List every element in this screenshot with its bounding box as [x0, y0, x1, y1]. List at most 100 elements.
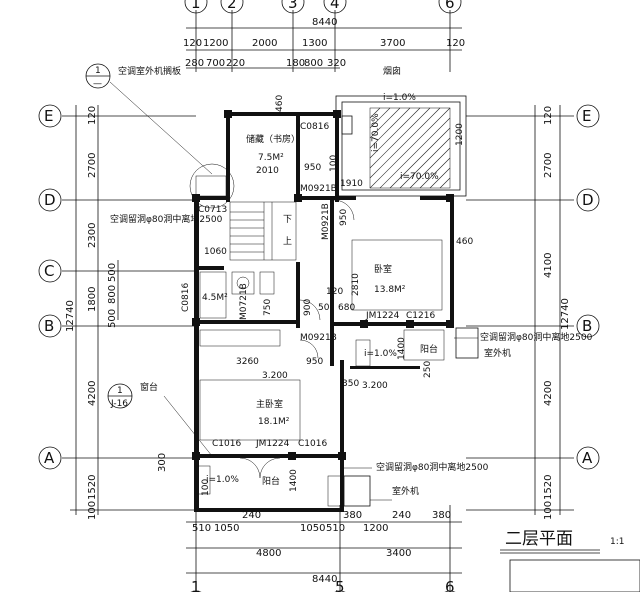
- room-master-name: 主卧室: [256, 398, 283, 410]
- idim-3260: 3260: [236, 357, 259, 367]
- drawing-scale: 1:1: [610, 537, 624, 547]
- idim-950-b: 950: [339, 209, 349, 226]
- note-slope-4: i=1.0%: [206, 475, 239, 485]
- staircase: 下 上: [229, 201, 297, 261]
- dim-bot-4: 1050: [300, 523, 325, 534]
- idim-900: 900: [303, 299, 313, 316]
- right-dimensions: 120 2700 4100 4200 1520 100 12740 E D B …: [466, 104, 600, 520]
- tag-m0921-a: M0921B: [300, 184, 337, 194]
- axis-bot-6: 6: [445, 578, 455, 592]
- room-master-area: 18.1M²: [258, 417, 290, 427]
- dim-top-6: 120: [446, 38, 465, 49]
- axis-left-A: A: [44, 449, 55, 467]
- dim-right-5: 1520: [543, 475, 554, 500]
- axis-bot-1: 1: [191, 578, 201, 592]
- room-bedroom-name: 卧室: [374, 263, 392, 275]
- tag-m0721: M0721B: [239, 283, 249, 320]
- idim-950-a: 950: [304, 163, 321, 173]
- dim-top-total: 8440: [312, 17, 337, 28]
- idim-2010: 2010: [256, 166, 279, 176]
- idim-1200: 1200: [455, 123, 465, 146]
- idim-750: 750: [263, 299, 273, 316]
- dim-bot-7: 1200: [363, 523, 388, 534]
- idim-250: 250: [423, 361, 433, 378]
- dim-top-3: 2000: [252, 38, 277, 49]
- axis-right-B: B: [582, 317, 592, 335]
- tag-c1216: C1216: [406, 311, 435, 321]
- idim-460-top: 460: [275, 95, 285, 112]
- outdoor-units: [109, 81, 479, 507]
- level-mark-2: 3.200: [362, 381, 388, 391]
- opening-tags: C0816 M0921B M0921B M0921B C0713 C0816 J…: [181, 122, 435, 449]
- axis-right-E: E: [582, 107, 591, 125]
- dim-left-3: 2300: [87, 223, 98, 248]
- idim-100: 100: [329, 155, 339, 172]
- axis-left-B: B: [44, 317, 54, 335]
- idim-2810: 2810: [351, 273, 361, 296]
- dim-bot-8: 240: [392, 510, 411, 521]
- detail-ref-2b: J-16: [110, 399, 128, 409]
- dim-right-3: 4100: [543, 253, 554, 278]
- dim-top-1: 120: [183, 38, 202, 49]
- dim-left-9: 300: [157, 453, 168, 472]
- dim-top-2: 1200: [203, 38, 228, 49]
- slope-label-3: i=70.0%: [400, 172, 439, 182]
- dim-left-10: 1520: [87, 475, 98, 500]
- dim-top-r2-5: 800: [304, 58, 323, 69]
- dim-bot-3: 240: [242, 510, 261, 521]
- dim-left-8: 4200: [87, 381, 98, 406]
- roof-label: 烟囱: [383, 65, 401, 77]
- dim-bot-2: 1050: [214, 523, 239, 534]
- dim-bot-3400: 3400: [386, 548, 411, 559]
- idim-680: 680: [338, 303, 355, 313]
- tag-jm1224-b: JM1224: [255, 439, 290, 449]
- dim-left-7: 1800: [87, 287, 98, 312]
- room-balcony-2: 阳台: [420, 343, 438, 355]
- room-labels: 储藏（书房） 7.5M² 卧室 13.8M² 主卧室 18.1M² 4.5M² …: [202, 133, 438, 487]
- room-bedroom-area: 13.8M²: [374, 285, 406, 295]
- note-slope-5: i=1.0%: [364, 349, 397, 359]
- axis-left-C: C: [44, 262, 54, 280]
- inner-dimensions: 460 2010 950 100 1910 1200 950 460 1060 …: [201, 95, 473, 496]
- dim-right-4: 4200: [543, 381, 554, 406]
- room-balcony: 阳台: [262, 475, 280, 487]
- dim-left-11: 100: [87, 501, 98, 520]
- drawing-title: 二层平面: [505, 529, 573, 549]
- dim-top-4: 1300: [302, 38, 327, 49]
- idim-1060: 1060: [204, 247, 227, 257]
- axis-top-6: 6: [445, 0, 455, 12]
- idim-1400b: 1400: [289, 469, 299, 492]
- stair-down-label: 下: [283, 215, 292, 225]
- slope-label-2: i=70.0%: [371, 113, 381, 152]
- idim-120: 120: [326, 287, 343, 297]
- dim-right-6: 100: [543, 501, 554, 520]
- dim-right-1: 120: [543, 106, 554, 125]
- axis-left-E: E: [44, 107, 53, 125]
- note-ac-pipe-3: 空调留洞φ80洞中离地2500: [376, 461, 489, 473]
- dim-bot-total: 8440: [312, 574, 337, 585]
- axis-right-A: A: [582, 449, 593, 467]
- tag-c1016-b: C1016: [298, 439, 327, 449]
- walls: [192, 110, 454, 512]
- note-outdoor-unit-2: 室外机: [392, 485, 419, 497]
- idim-1400: 1400: [397, 337, 407, 360]
- idim-1910: 1910: [340, 179, 363, 189]
- tag-m0921-b: M0921B: [321, 203, 331, 240]
- dim-left-total: 12740: [65, 300, 76, 332]
- note-ac-board: 空调室外机搁板: [118, 65, 181, 77]
- note-ac-pipe-1: 空调留洞φ80洞中离地2500: [110, 213, 223, 225]
- dim-bot-4800: 4800: [256, 548, 281, 559]
- idim-100b: 100: [201, 479, 211, 496]
- note-window-sill: 窗台: [140, 381, 158, 393]
- axis-top-1: 1: [191, 0, 201, 12]
- idim-460-r: 460: [456, 237, 473, 247]
- note-outdoor-unit-1: 室外机: [484, 347, 511, 359]
- note-ac-pipe-2: 空调留洞φ80洞中离地2500: [480, 331, 593, 343]
- roof-terrace: i=1.0% i=70.0% i=70.0%: [335, 93, 467, 197]
- axis-top-2: 2: [227, 0, 237, 12]
- dim-bot-5: 510: [326, 523, 345, 534]
- slope-label-1: i=1.0%: [383, 93, 416, 103]
- detail-ref-2: 1: [117, 386, 123, 396]
- dim-top-r2-2: 700: [206, 58, 225, 69]
